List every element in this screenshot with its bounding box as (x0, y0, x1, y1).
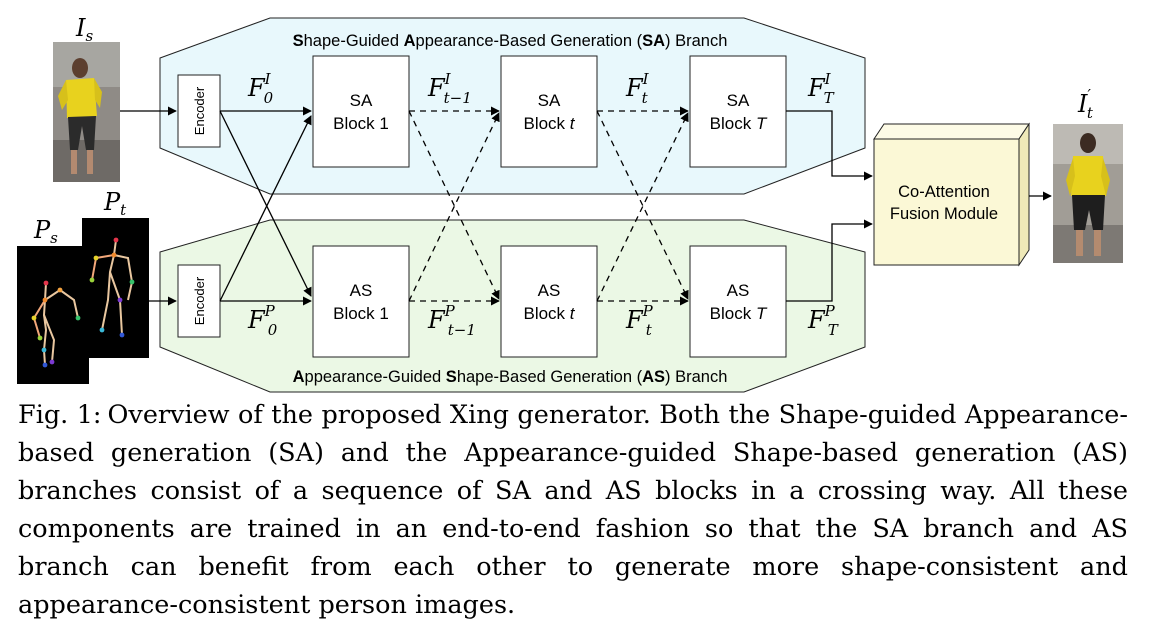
svg-text:Fusion Module: Fusion Module (890, 205, 998, 223)
svg-text:AS: AS (350, 281, 373, 300)
dashed-crossing-connections (408, 106, 689, 306)
sa-branch-title: Shape-Guided Appearance-Based Generation… (293, 32, 728, 50)
target-pose-symbol: Pt (103, 188, 127, 219)
xing-generator-diagram: Shape-Guided Appearance-Based Generation… (17, 14, 1123, 393)
svg-text:Encoder: Encoder (192, 276, 207, 325)
svg-text:SA: SA (727, 91, 750, 110)
svg-text:Block 1: Block 1 (333, 304, 389, 323)
caption-text: Overview of the proposed Xing generator.… (18, 400, 1128, 620)
svg-text:Block T: Block T (710, 304, 768, 323)
sa-encoder: Encoder (177, 74, 221, 148)
svg-text:Block t: Block t (523, 304, 575, 323)
svg-text:Block T: Block T (710, 114, 768, 133)
svg-text:SA: SA (350, 91, 373, 110)
as-block-t: AS Block t (500, 245, 598, 358)
svg-text:Encoder: Encoder (192, 86, 207, 135)
sa-block-T: SA Block T (689, 55, 787, 168)
target-pose-map (82, 218, 149, 358)
as-branch-title: Appearance-Guided Shape-Based Generation… (293, 368, 728, 386)
source-pose-map (17, 246, 89, 384)
caption-label: Fig. 1: (18, 400, 102, 430)
solid-connections (120, 106, 1052, 306)
output-person-image (1053, 124, 1123, 263)
svg-text:AS: AS (727, 281, 750, 300)
output-image-symbol: I′t (1077, 86, 1094, 122)
figure-caption: Fig. 1:Overview of the proposed Xing gen… (18, 396, 1128, 624)
sa-block-1: SA Block 1 (312, 55, 410, 168)
source-person-image (53, 42, 120, 182)
as-block-T: AS Block T (689, 245, 787, 358)
svg-text:Co-Attention: Co-Attention (898, 183, 990, 201)
as-encoder: Encoder (177, 264, 221, 338)
svg-text:Block 1: Block 1 (333, 114, 389, 133)
sa-block-t: SA Block t (500, 55, 598, 168)
svg-text:SA: SA (538, 91, 561, 110)
source-pose-symbol: Ps (33, 216, 58, 247)
svg-text:AS: AS (538, 281, 561, 300)
as-block-1: AS Block 1 (312, 245, 410, 358)
co-attention-fusion-module: Co-Attention Fusion Module (873, 122, 1030, 267)
svg-text:Block t: Block t (523, 114, 575, 133)
source-image-symbol: Is (75, 14, 93, 45)
